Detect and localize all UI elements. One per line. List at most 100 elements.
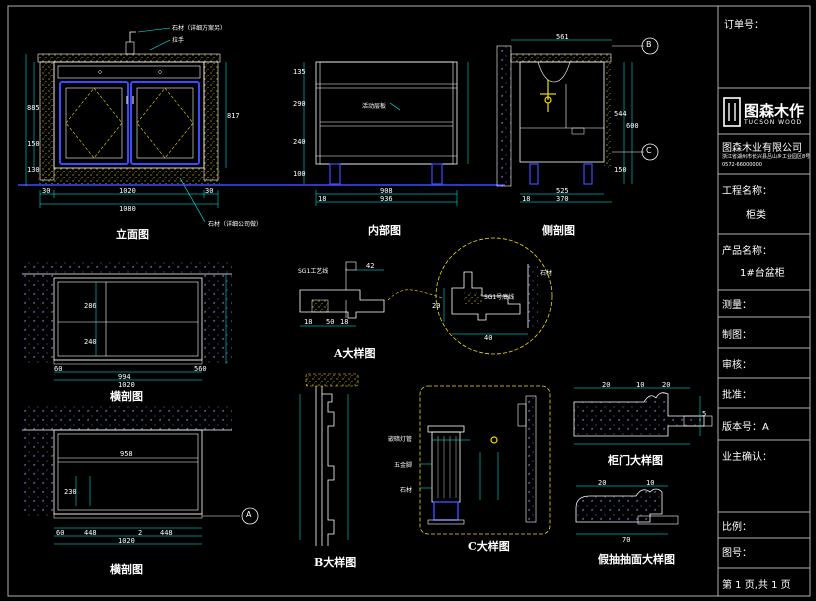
owner-confirm-label: 业主确认： bbox=[722, 452, 772, 463]
dim-da-1: 42 bbox=[366, 262, 375, 270]
dim-front-width: 1020 bbox=[119, 187, 136, 195]
company-address: 浙江省湖州市长兴县吕山乡工业园区8号 bbox=[722, 154, 811, 160]
dim-interior-h4: 100 bbox=[293, 170, 306, 178]
annotation-light-pipe: 嵌暗灯管 bbox=[388, 436, 413, 443]
title-block bbox=[717, 6, 810, 596]
dim-interior-h2: 290 bbox=[293, 100, 306, 108]
view-label-detail-a: A大样图 bbox=[334, 347, 376, 360]
drawing-number-label: 图号： bbox=[722, 548, 752, 559]
side-section bbox=[496, 37, 659, 203]
dim-front-h3: 150 bbox=[27, 140, 40, 148]
dim-side-w2: 525 bbox=[556, 187, 569, 195]
dim-interior-width-2: 936 bbox=[380, 195, 393, 203]
view-label-side-section: 侧剖图 bbox=[542, 224, 575, 237]
dim-front-total: 1080 bbox=[119, 205, 136, 213]
dim-cs1-h2: 240 bbox=[84, 338, 97, 346]
view-label-fake-drawer-detail: 假抽抽面大样图 bbox=[598, 553, 675, 566]
brand-name: 图森木作 bbox=[744, 102, 805, 120]
section-marker-c: C bbox=[646, 146, 652, 155]
survey-label: 测量： bbox=[722, 300, 752, 311]
dim-cs2-d: 2 bbox=[138, 529, 143, 537]
dim-front-h2: 885 bbox=[27, 104, 40, 112]
dim-door-3: 20 bbox=[662, 381, 671, 389]
dim-da-6: 18 bbox=[340, 318, 349, 326]
dim-side-h2: 600 bbox=[626, 122, 639, 130]
scale-label: 比例： bbox=[722, 522, 752, 533]
dim-side-h: 544 bbox=[614, 110, 627, 118]
annotation-inner-shelf: 活动层板 bbox=[362, 103, 387, 110]
interior-view bbox=[303, 61, 469, 206]
approver-label: 批准： bbox=[722, 390, 752, 401]
dim-cs1-w: 1020 bbox=[118, 381, 135, 389]
dim-cs2-b: 448 bbox=[160, 529, 173, 537]
dim-interior-h1: 135 bbox=[293, 68, 306, 76]
dim-cs1-h1: 286 bbox=[84, 302, 97, 310]
brand-logo-icon bbox=[723, 97, 741, 127]
dim-side-d1: 150 bbox=[614, 166, 627, 174]
dim-cs2-w: 958 bbox=[120, 450, 133, 458]
reviewer-label: 审核： bbox=[722, 360, 752, 371]
section-marker-a: A bbox=[246, 510, 252, 519]
dim-interior-h3: 240 bbox=[293, 138, 306, 146]
product-name-value: 1#台盆柜 bbox=[740, 268, 785, 279]
detail-c bbox=[419, 385, 551, 535]
dim-da-2: 18 bbox=[304, 318, 313, 326]
product-name-label: 产品名称： bbox=[722, 246, 772, 257]
dim-da-5: 40 bbox=[484, 334, 493, 342]
annotation-panel-label: SG1工艺线 bbox=[298, 268, 329, 275]
detail-b bbox=[299, 373, 359, 546]
page-count: 第 1 页,共 1 页 bbox=[722, 580, 791, 591]
dim-front-side-right: 30 bbox=[205, 187, 214, 195]
dim-cs2-a: 448 bbox=[84, 529, 97, 537]
company-name: 图森木业有限公司 bbox=[722, 143, 802, 154]
dim-front-h4: 130 bbox=[27, 166, 40, 174]
dim-cs2-w2: 1020 bbox=[118, 537, 135, 545]
dim-front-side-left: 30 bbox=[42, 187, 51, 195]
drafter-label: 制图： bbox=[722, 330, 752, 341]
order-number-label: 订单号： bbox=[724, 20, 764, 31]
dim-cs2-h: 230 bbox=[64, 488, 77, 496]
version-label: 版本号：A bbox=[722, 422, 769, 433]
dim-fake-1: 20 bbox=[598, 479, 607, 487]
dim-fake-3: 10 bbox=[646, 479, 655, 487]
view-label-interior: 内部图 bbox=[368, 224, 401, 237]
dim-fake-2: 70 bbox=[622, 536, 631, 544]
annotation-stone-bottom: 石材（详细公司做） bbox=[208, 221, 263, 228]
brand-name-en: TUCSON WOOD bbox=[744, 119, 803, 126]
cross-section-2 bbox=[22, 406, 259, 545]
front-elevation bbox=[18, 27, 505, 223]
dim-da-4: 20 bbox=[432, 302, 441, 310]
annotation-stone-right: 石材 bbox=[540, 270, 553, 277]
detail-a bbox=[299, 237, 553, 355]
annotation-stone-c: 石材 bbox=[400, 487, 413, 494]
dim-cs2-c: 60 bbox=[56, 529, 65, 537]
annotation-arc-detail: SG1号底线 bbox=[484, 294, 515, 301]
dim-cs1-r: 560 bbox=[194, 365, 207, 373]
project-name-value: 柜类 bbox=[746, 210, 766, 221]
drawing-border bbox=[7, 5, 811, 597]
dim-door-4: 5 bbox=[702, 410, 707, 418]
dim-interior-side: 18 bbox=[318, 195, 327, 203]
dim-side-d2: 18 bbox=[522, 195, 531, 203]
dim-front-h1: 817 bbox=[227, 112, 240, 120]
view-label-front: 立面图 bbox=[116, 228, 149, 241]
dim-interior-width: 908 bbox=[380, 187, 393, 195]
annotation-foot: 五金脚 bbox=[394, 462, 413, 469]
annotation-handle: 拉手 bbox=[172, 37, 185, 44]
dim-side-w: 561 bbox=[556, 33, 569, 41]
dim-door-2: 10 bbox=[636, 381, 645, 389]
view-label-detail-b: B大样图 bbox=[314, 556, 357, 569]
dim-door-1: 20 bbox=[602, 381, 611, 389]
fake-drawer-detail bbox=[575, 485, 679, 535]
view-label-cross-section-2: 横剖图 bbox=[110, 563, 143, 576]
section-marker-b: B bbox=[646, 40, 652, 49]
company-phone: 0572-66000000 bbox=[722, 162, 762, 168]
dim-cs1-w2: 994 bbox=[118, 373, 131, 381]
annotation-stone-top: 石材（详细方案另） bbox=[172, 25, 227, 32]
view-label-cross-section-1: 横剖图 bbox=[110, 390, 143, 403]
view-label-door-detail: 柜门大样图 bbox=[608, 454, 663, 467]
dim-cs1-l: 60 bbox=[54, 365, 63, 373]
door-detail bbox=[573, 387, 713, 445]
dim-da-3: 50 bbox=[326, 318, 335, 326]
